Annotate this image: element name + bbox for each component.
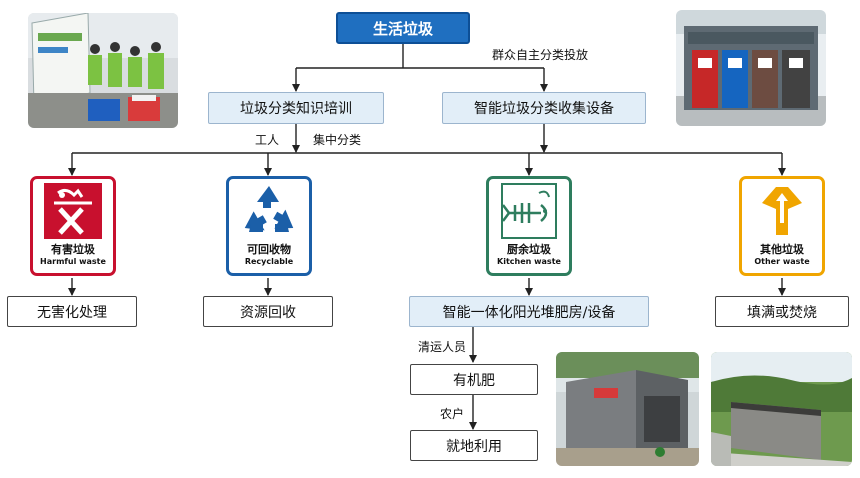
smart-equipment-node: 智能垃圾分类收集设备 bbox=[442, 92, 646, 124]
training-node: 垃圾分类知识培训 bbox=[208, 92, 384, 124]
category-kitchen-waste: 厨余垃圾 Kitchen waste bbox=[486, 176, 572, 276]
category-harmful-waste: 有害垃圾 Harmful waste bbox=[30, 176, 116, 276]
fish-bone-icon bbox=[501, 183, 557, 239]
photo-training-workers bbox=[28, 13, 178, 128]
category-kitchen-en: Kitchen waste bbox=[497, 257, 561, 266]
label-workers: 工人 bbox=[255, 133, 280, 147]
category-harmful-en: Harmful waste bbox=[40, 257, 106, 266]
category-harmful-cn: 有害垃圾 bbox=[51, 243, 95, 256]
category-kitchen-cn: 厨余垃圾 bbox=[507, 243, 551, 256]
organic-fertilizer-node: 有机肥 bbox=[410, 364, 538, 395]
local-use-node: 就地利用 bbox=[410, 430, 538, 461]
label-central-sorting: 集中分类 bbox=[313, 133, 362, 147]
category-other-en: Other waste bbox=[754, 257, 810, 266]
category-recyclable-en: Recyclable bbox=[244, 257, 294, 266]
photo-compost-facility bbox=[711, 352, 852, 466]
category-other-waste: 其他垃圾 Other waste bbox=[739, 176, 825, 276]
label-collectors: 清运人员 bbox=[418, 340, 467, 354]
outcome-compost-room: 智能一体化阳光堆肥房/设备 bbox=[409, 296, 649, 327]
category-other-cn: 其他垃圾 bbox=[760, 243, 804, 256]
category-recyclable: 可回收物 Recyclable bbox=[226, 176, 312, 276]
root-node: 生活垃圾 bbox=[336, 12, 470, 44]
label-farmers: 农户 bbox=[440, 407, 465, 421]
photo-compost-room bbox=[556, 352, 699, 466]
outcome-resource-recovery: 资源回收 bbox=[203, 296, 333, 327]
recycle-icon bbox=[244, 186, 294, 232]
annotation-self-sorting: 群众自主分类投放 bbox=[492, 48, 589, 62]
outcome-landfill-incineration: 填满或焚烧 bbox=[715, 296, 849, 327]
outcome-harmless-treatment: 无害化处理 bbox=[7, 296, 137, 327]
other-waste-icon bbox=[762, 187, 802, 235]
photo-smart-bins bbox=[676, 10, 826, 126]
category-recyclable-cn: 可回收物 bbox=[247, 243, 291, 256]
harmful-waste-icon bbox=[44, 183, 102, 239]
